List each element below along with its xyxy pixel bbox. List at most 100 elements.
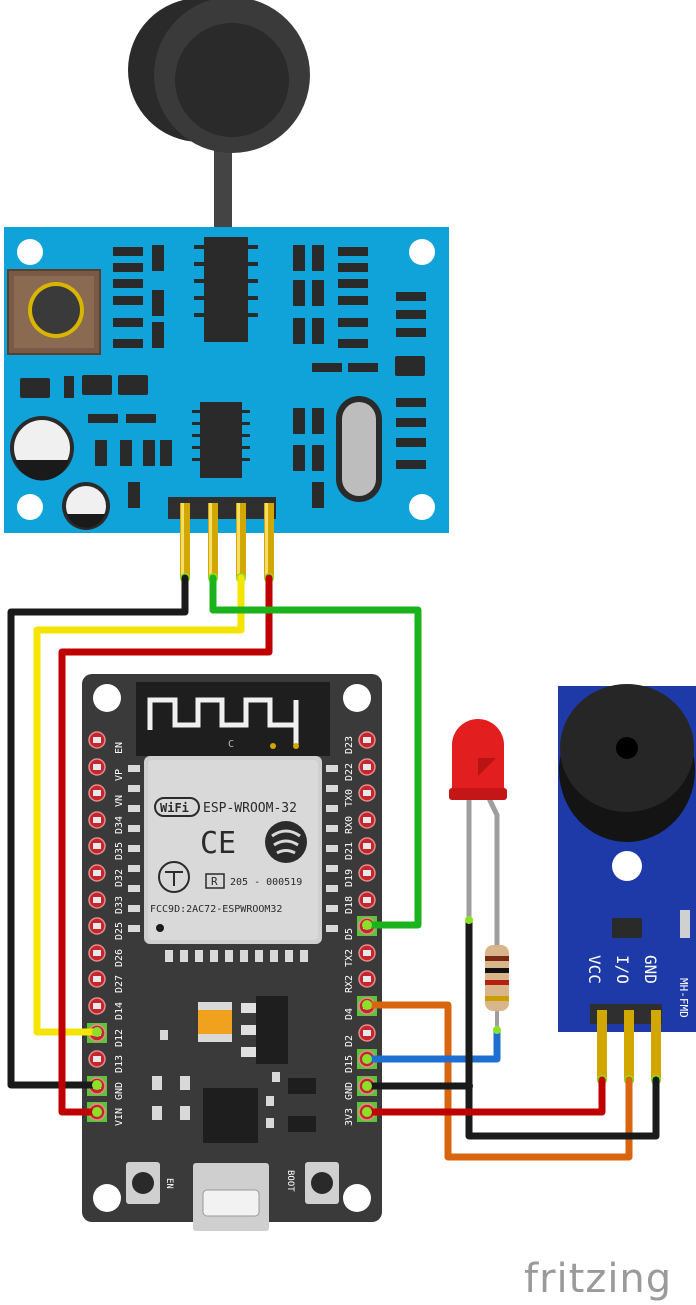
wire-led-signal (363, 1026, 501, 1063)
potentiometer (7, 269, 101, 355)
pin-left-d27 (87, 969, 107, 989)
pin-label: D2 (344, 1035, 355, 1047)
pin-label: D26 (114, 949, 125, 967)
sensor-pin-header (168, 497, 276, 583)
micro-usb-port[interactable] (193, 1163, 269, 1231)
transistors (288, 1078, 316, 1132)
pin-right-d2 (357, 1023, 377, 1043)
buzzer-pin-label: GND (641, 955, 660, 984)
cert-number: 205 - 000519 (230, 877, 302, 888)
pin-label: D34 (114, 816, 125, 834)
pin-label: GND (344, 1082, 355, 1100)
red-led (449, 719, 507, 945)
pin-label: D12 (114, 1029, 125, 1047)
pin-label: D18 (344, 896, 355, 914)
buzzer-module: VCC I/O GND MH-FMD (558, 684, 696, 1085)
pin-label: D13 (114, 1055, 125, 1073)
r-mark: R (211, 875, 218, 888)
pin-right-d18 (357, 890, 377, 910)
boot-button-label: BOOT (285, 1170, 295, 1192)
pin-label: D15 (344, 1055, 355, 1073)
wire-buzzer-io (363, 1001, 633, 1161)
pin-left-d34 (87, 810, 107, 830)
resistor (485, 935, 509, 1030)
pin-right-rx2 (357, 969, 377, 989)
buzzer-pin-header (590, 1004, 662, 1085)
telec-mark-icon (158, 861, 190, 893)
pin-label: D33 (114, 896, 125, 914)
smd-components (20, 245, 426, 508)
pin-right-tx2 (357, 943, 377, 963)
pin-left-d32 (87, 863, 107, 883)
pin-right-rx0 (357, 810, 377, 830)
pin-label: D27 (114, 975, 125, 993)
sensor-chip-top (204, 237, 248, 342)
pin-label: TX2 (344, 949, 355, 967)
pin-right-d22 (357, 757, 377, 777)
pin-right-d19 (357, 863, 377, 883)
fcc-id: FCC9D:2AC72-ESPWROOM32 (150, 904, 282, 915)
microphone (128, 0, 310, 230)
pin-label: D21 (344, 842, 355, 860)
voltage-regulator (241, 996, 288, 1064)
esp32-antenna: C (136, 682, 330, 756)
pin-label: GND (114, 1082, 125, 1100)
svg-text:WiFi: WiFi (160, 801, 189, 815)
buzzer-pin-label: I/O (613, 955, 632, 984)
pin-label: EN (114, 742, 125, 754)
wire-sensor-digital (209, 574, 422, 929)
sound-sensor-module (4, 0, 449, 583)
pin-label: D22 (344, 763, 355, 781)
pin-left-d14 (87, 996, 107, 1016)
buzzer-pin-label: VCC (585, 955, 604, 984)
pin-label: 3V3 (344, 1108, 355, 1126)
esp-smd-parts (152, 1030, 280, 1128)
pin-label: RX2 (344, 975, 355, 993)
fritzing-watermark: fritzing (524, 1256, 672, 1302)
en-button-label: EN (164, 1178, 174, 1189)
module-pads (128, 765, 338, 962)
pin-label: D25 (114, 922, 125, 940)
pin-left-vn (87, 783, 107, 803)
pin-right-tx0 (357, 783, 377, 803)
pin-left-d33 (87, 890, 107, 910)
pin-label: TX0 (344, 789, 355, 807)
pin-label: VN (114, 795, 125, 807)
ce-mark: CE (200, 826, 236, 861)
antenna-mark: C (228, 739, 234, 750)
pin-left-vp (87, 757, 107, 777)
esp-wroom-module: WiFi ESP-WROOM-32 CE R 205 - 000519 FCC9… (144, 756, 322, 944)
pin-label: D32 (114, 869, 125, 887)
wire-sensor-vcc (58, 574, 273, 1116)
tantalum-capacitor (198, 1002, 232, 1042)
pin-label: VP (114, 769, 125, 781)
pin-left-d26 (87, 943, 107, 963)
pin-label: D23 (344, 736, 355, 754)
wire-sensor-gnd (7, 574, 189, 1089)
pin-label: D5 (344, 928, 355, 940)
pin-left-d13 (87, 1049, 107, 1069)
wires (7, 574, 660, 1161)
electrolytic-capacitor-small (62, 482, 110, 530)
sensor-chip-bottom (200, 402, 242, 478)
wifi-logo: WiFi (154, 797, 200, 817)
pin-label: VIN (114, 1108, 125, 1126)
pin-label: D19 (344, 869, 355, 887)
crystal-oscillator (336, 396, 382, 502)
usb-uart-chip (203, 1088, 258, 1143)
electrolytic-capacitor-large (10, 416, 74, 481)
pin-left-d35 (87, 836, 107, 856)
module-name: ESP-WROOM-32 (203, 801, 297, 816)
pin-label: D4 (344, 1008, 355, 1020)
pin-right-d21 (357, 836, 377, 856)
buzzer-model-label: MH-FMD (677, 978, 690, 1018)
buzzer-mount-hole (612, 851, 642, 881)
pin-right-d23 (357, 730, 377, 750)
espressif-logo (265, 821, 307, 863)
en-button[interactable] (126, 1162, 160, 1204)
pin-label: D14 (114, 1002, 125, 1020)
wire-buzzer-vcc (363, 1076, 606, 1116)
boot-button[interactable] (305, 1162, 339, 1204)
pin-left-en (87, 730, 107, 750)
